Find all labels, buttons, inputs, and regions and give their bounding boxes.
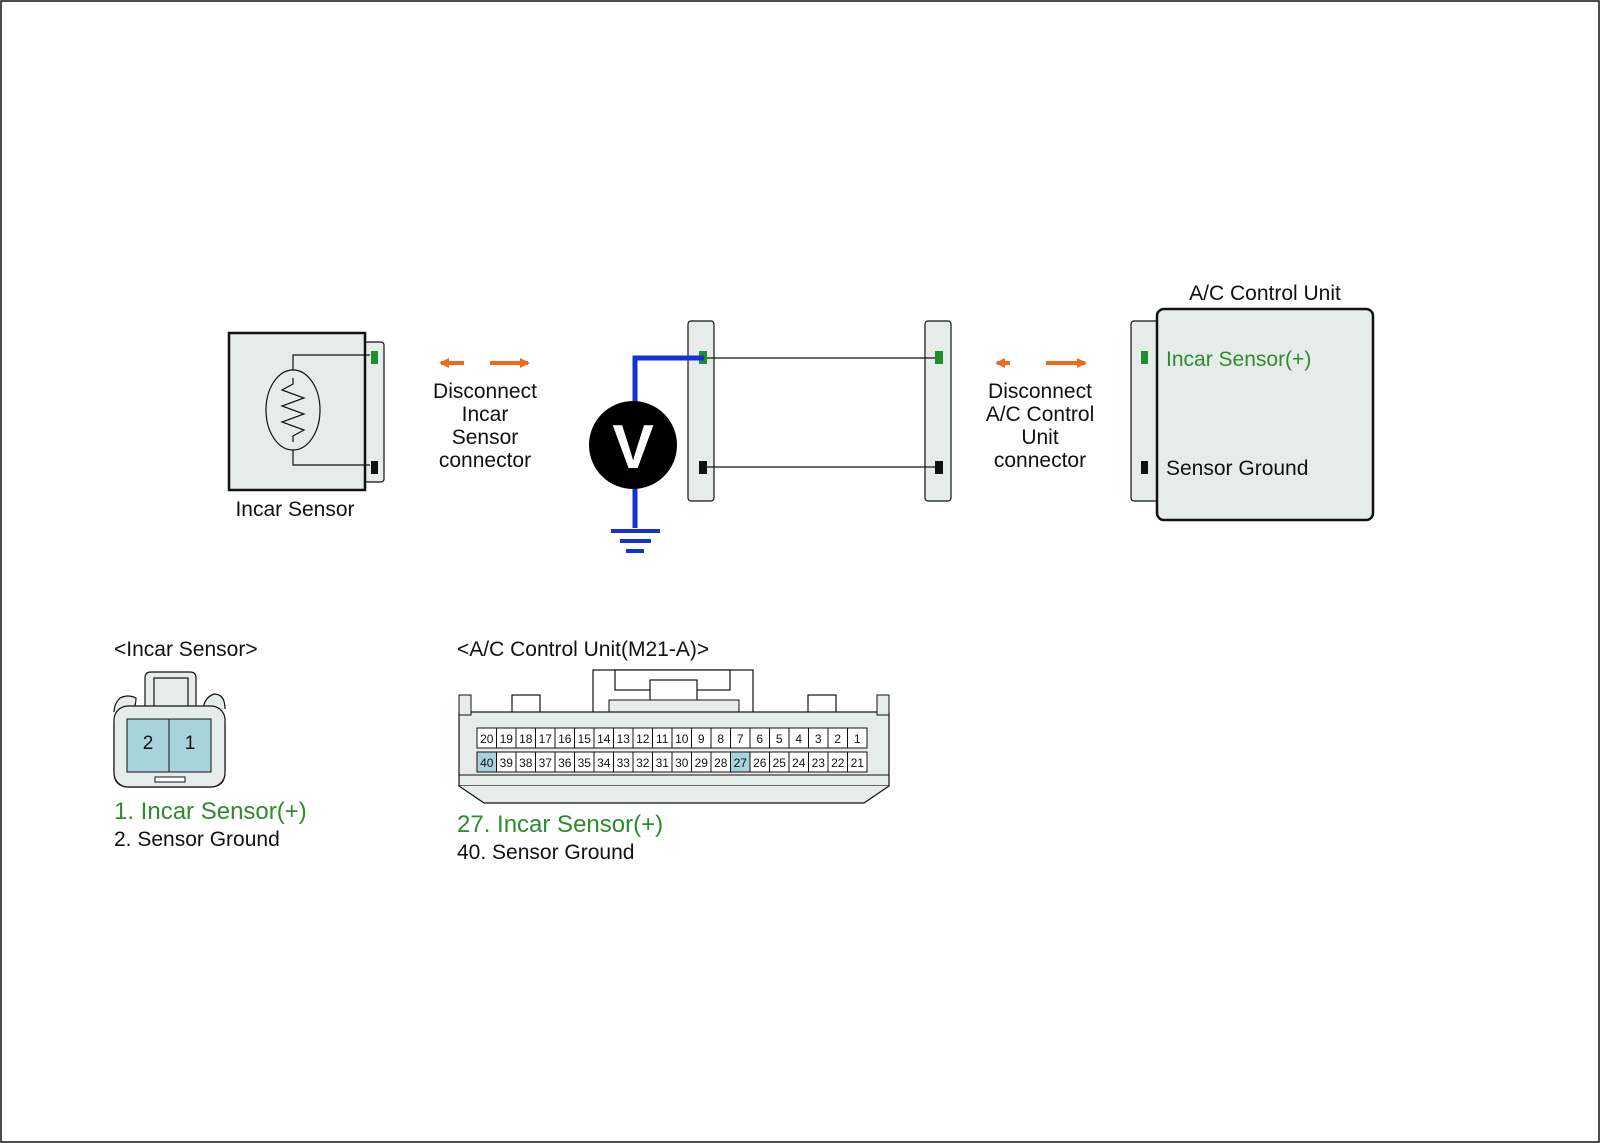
- svg-text:connector: connector: [994, 449, 1086, 472]
- ac-connector-pin-label-32: 32: [636, 756, 650, 770]
- incar-sensor-pin-green: [371, 351, 378, 364]
- ac-connector-pin-label-15: 15: [578, 732, 592, 746]
- ac-connector-pin-label-2: 2: [834, 732, 841, 746]
- harness-pin-green-right: [935, 351, 943, 364]
- ac-connector-pin-label-10: 10: [675, 732, 689, 746]
- ac-connector-pin-label-6: 6: [756, 732, 763, 746]
- ac-control-unit-pin-green: [1141, 351, 1148, 364]
- ac-control-unit: A/C Control Unit Incar Sensor(+) Sensor …: [1130, 282, 1375, 522]
- ac-connector-pin-label-34: 34: [597, 756, 611, 770]
- ac-connector-pin-label-8: 8: [717, 732, 724, 746]
- incar-connector-title: <Incar Sensor>: [114, 638, 258, 661]
- ac-connector-pin-label-11: 11: [656, 732, 669, 746]
- ac-control-unit-pin-bottom-label: Sensor Ground: [1166, 457, 1308, 480]
- svg-text:Sensor: Sensor: [452, 426, 519, 449]
- ac-connector-pin-label-30: 30: [675, 756, 689, 770]
- incar-connector-legend-black: 2. Sensor Ground: [114, 828, 280, 851]
- harness-pin-black-left: [699, 461, 707, 474]
- incar-connector-pin-1: [168, 718, 212, 773]
- ac-connector-pin-label-22: 22: [831, 756, 845, 770]
- harness-connector-right: [924, 320, 952, 502]
- ac-connector-pin-label-35: 35: [578, 756, 592, 770]
- probe-wire: [632, 355, 704, 403]
- ac-connector-pin-label-37: 37: [539, 756, 553, 770]
- svg-text:Disconnect: Disconnect: [433, 380, 537, 403]
- ac-control-unit-pin-top-label: Incar Sensor(+): [1166, 348, 1311, 371]
- ac-connector-pin-label-23: 23: [812, 756, 826, 770]
- ac-connector-pin-label-20: 20: [480, 732, 494, 746]
- ac-connector-pin-label-3: 3: [815, 732, 822, 746]
- voltmeter-symbol: V: [612, 413, 653, 482]
- svg-text:1: 1: [185, 733, 196, 754]
- ac-connector-pin-label-12: 12: [636, 732, 650, 746]
- incar-connector-legend-green: 1. Incar Sensor(+): [114, 798, 307, 825]
- ac-connector-pin-label-4: 4: [795, 732, 802, 746]
- ac-control-unit-pin-black: [1141, 461, 1148, 474]
- incar-connector-pin-2: [126, 718, 170, 773]
- ac-connector-pin-label-40: 40: [480, 756, 494, 770]
- ac-connector-pin-label-36: 36: [558, 756, 572, 770]
- ac-connector-pin-label-17: 17: [539, 732, 553, 746]
- ac-control-unit-title: A/C Control Unit: [1189, 282, 1341, 305]
- ac-connector-pin-label-18: 18: [519, 732, 533, 746]
- ac-connector-pin-label-31: 31: [656, 756, 670, 770]
- svg-text:Unit: Unit: [1021, 426, 1059, 449]
- harness: [687, 320, 952, 502]
- svg-text:2: 2: [143, 733, 154, 754]
- disconnect-left-label: Disconnect Incar Sensor connector: [433, 380, 537, 472]
- svg-text:Incar: Incar: [462, 403, 509, 426]
- svg-text:A/C Control: A/C Control: [986, 403, 1095, 426]
- ac-connector-title: <A/C Control Unit(M21-A)>: [457, 638, 709, 661]
- ac-connector-pin-label-33: 33: [617, 756, 631, 770]
- ac-connector-legend-black: 40. Sensor Ground: [457, 841, 634, 864]
- voltmeter: V: [589, 355, 704, 553]
- incar-sensor-pin-black: [371, 461, 378, 474]
- harness-connector-left: [687, 320, 715, 502]
- ac-connector-pin-label-38: 38: [519, 756, 533, 770]
- ac-connector-pin-label-27: 27: [734, 756, 748, 770]
- ac-connector-pin-label-28: 28: [714, 756, 728, 770]
- incar-sensor-label: Incar Sensor: [235, 498, 354, 521]
- ac-connector-pin-label-29: 29: [695, 756, 709, 770]
- ac-control-unit-body: [1155, 307, 1375, 522]
- incar-connector-face: <Incar Sensor> 2 1 1. Incar Sensor(+) 2.…: [113, 638, 307, 851]
- ac-connector-pin-label-14: 14: [597, 732, 611, 746]
- ac-connector-pin-label-5: 5: [776, 732, 783, 746]
- ac-connector-pin-1: [847, 727, 868, 749]
- disconnect-right-label: Disconnect A/C Control Unit connector: [986, 380, 1095, 472]
- ac-connector-pin-label-7: 7: [737, 732, 744, 746]
- svg-text:connector: connector: [439, 449, 531, 472]
- ac-connector-pin-21: [847, 751, 868, 773]
- ac-connector-pin-label-21: 21: [851, 756, 865, 770]
- ac-connector-pin-label-39: 39: [500, 756, 514, 770]
- ac-connector-pin-label-26: 26: [753, 756, 767, 770]
- ac-connector-legend-green: 27. Incar Sensor(+): [457, 811, 663, 838]
- ac-connector-pin-label-16: 16: [558, 732, 572, 746]
- ac-connector-pin-label-24: 24: [792, 756, 806, 770]
- ac-connector-pin-label-19: 19: [500, 732, 514, 746]
- harness-pin-black-right: [935, 461, 943, 474]
- voltmeter-icon: [589, 401, 677, 489]
- svg-text:Disconnect: Disconnect: [988, 380, 1092, 403]
- ac-connector-pin-label-13: 13: [617, 732, 631, 746]
- ac-connector-pin-label-1: 1: [854, 732, 861, 746]
- incar-sensor-unit: Incar Sensor: [227, 331, 385, 521]
- ac-connector-pin-label-25: 25: [773, 756, 787, 770]
- ac-connector-pin-label-9: 9: [698, 732, 705, 746]
